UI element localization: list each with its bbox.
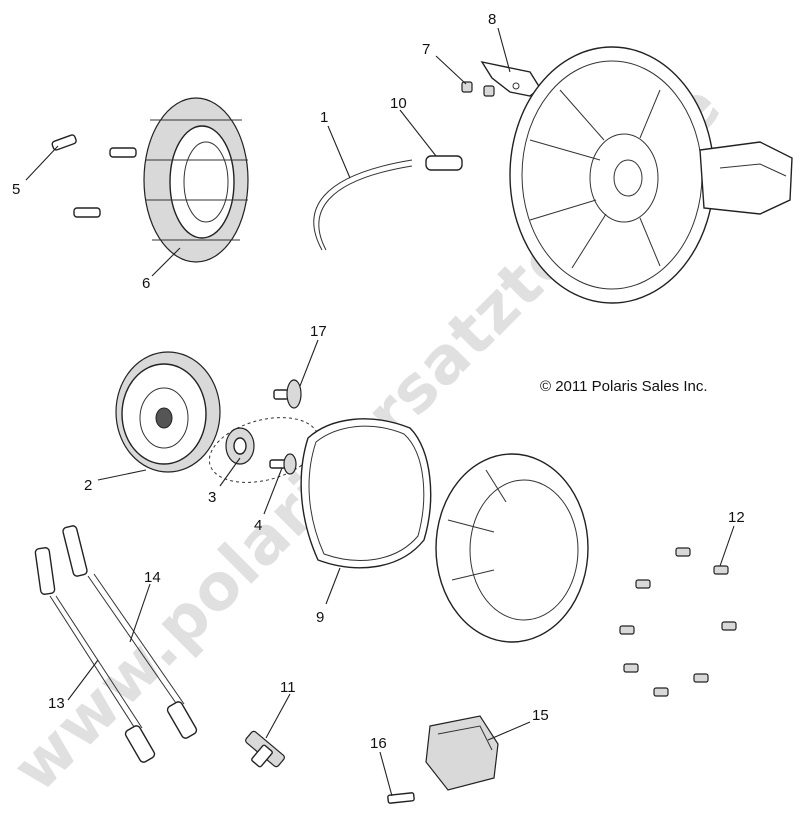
copyright-notice: © 2011 Polaris Sales Inc. bbox=[540, 378, 708, 395]
callout-16: 16 bbox=[370, 735, 387, 752]
callout-15: 15 bbox=[532, 707, 549, 724]
callout-13: 13 bbox=[48, 695, 65, 712]
part-4-shaft bbox=[269, 453, 297, 475]
part-7-screws bbox=[461, 81, 495, 97]
callout-17: 17 bbox=[310, 323, 327, 340]
callout-10: 10 bbox=[390, 95, 407, 112]
part-11-spark-plug bbox=[245, 730, 285, 768]
part-2-flywheel bbox=[115, 351, 221, 473]
callout-4: 4 bbox=[254, 517, 262, 534]
part-14-cable bbox=[62, 525, 198, 739]
part-6-stator bbox=[143, 97, 249, 263]
callout-12: 12 bbox=[728, 509, 745, 526]
callout-1: 1 bbox=[320, 109, 328, 126]
part-15-regulator bbox=[425, 715, 499, 791]
callout-labels: 1 2 3 4 5 6 7 8 9 10 11 12 13 14 15 16 1… bbox=[12, 11, 745, 752]
callout-11: 11 bbox=[280, 679, 296, 696]
callout-14: 14 bbox=[144, 569, 161, 586]
leader-lines bbox=[25, 27, 735, 797]
part-17-gear bbox=[273, 379, 302, 409]
stator-cover bbox=[435, 453, 589, 643]
housing-cover bbox=[509, 46, 793, 304]
callout-7: 7 bbox=[422, 41, 430, 58]
part-8-bracket bbox=[480, 60, 541, 97]
part-9-gasket bbox=[300, 418, 432, 569]
part-16-bolt bbox=[387, 792, 415, 804]
callout-9: 9 bbox=[316, 609, 324, 626]
callout-6: 6 bbox=[142, 275, 150, 292]
part-12-bolts bbox=[619, 547, 737, 697]
part-1-wire bbox=[313, 159, 413, 251]
part-5-screws bbox=[51, 134, 137, 218]
part-10-sleeve bbox=[425, 155, 463, 171]
callout-8: 8 bbox=[488, 11, 496, 28]
callout-3: 3 bbox=[208, 489, 216, 506]
callout-2: 2 bbox=[84, 477, 92, 494]
callout-5: 5 bbox=[12, 181, 20, 198]
part-13-cable bbox=[34, 547, 156, 763]
